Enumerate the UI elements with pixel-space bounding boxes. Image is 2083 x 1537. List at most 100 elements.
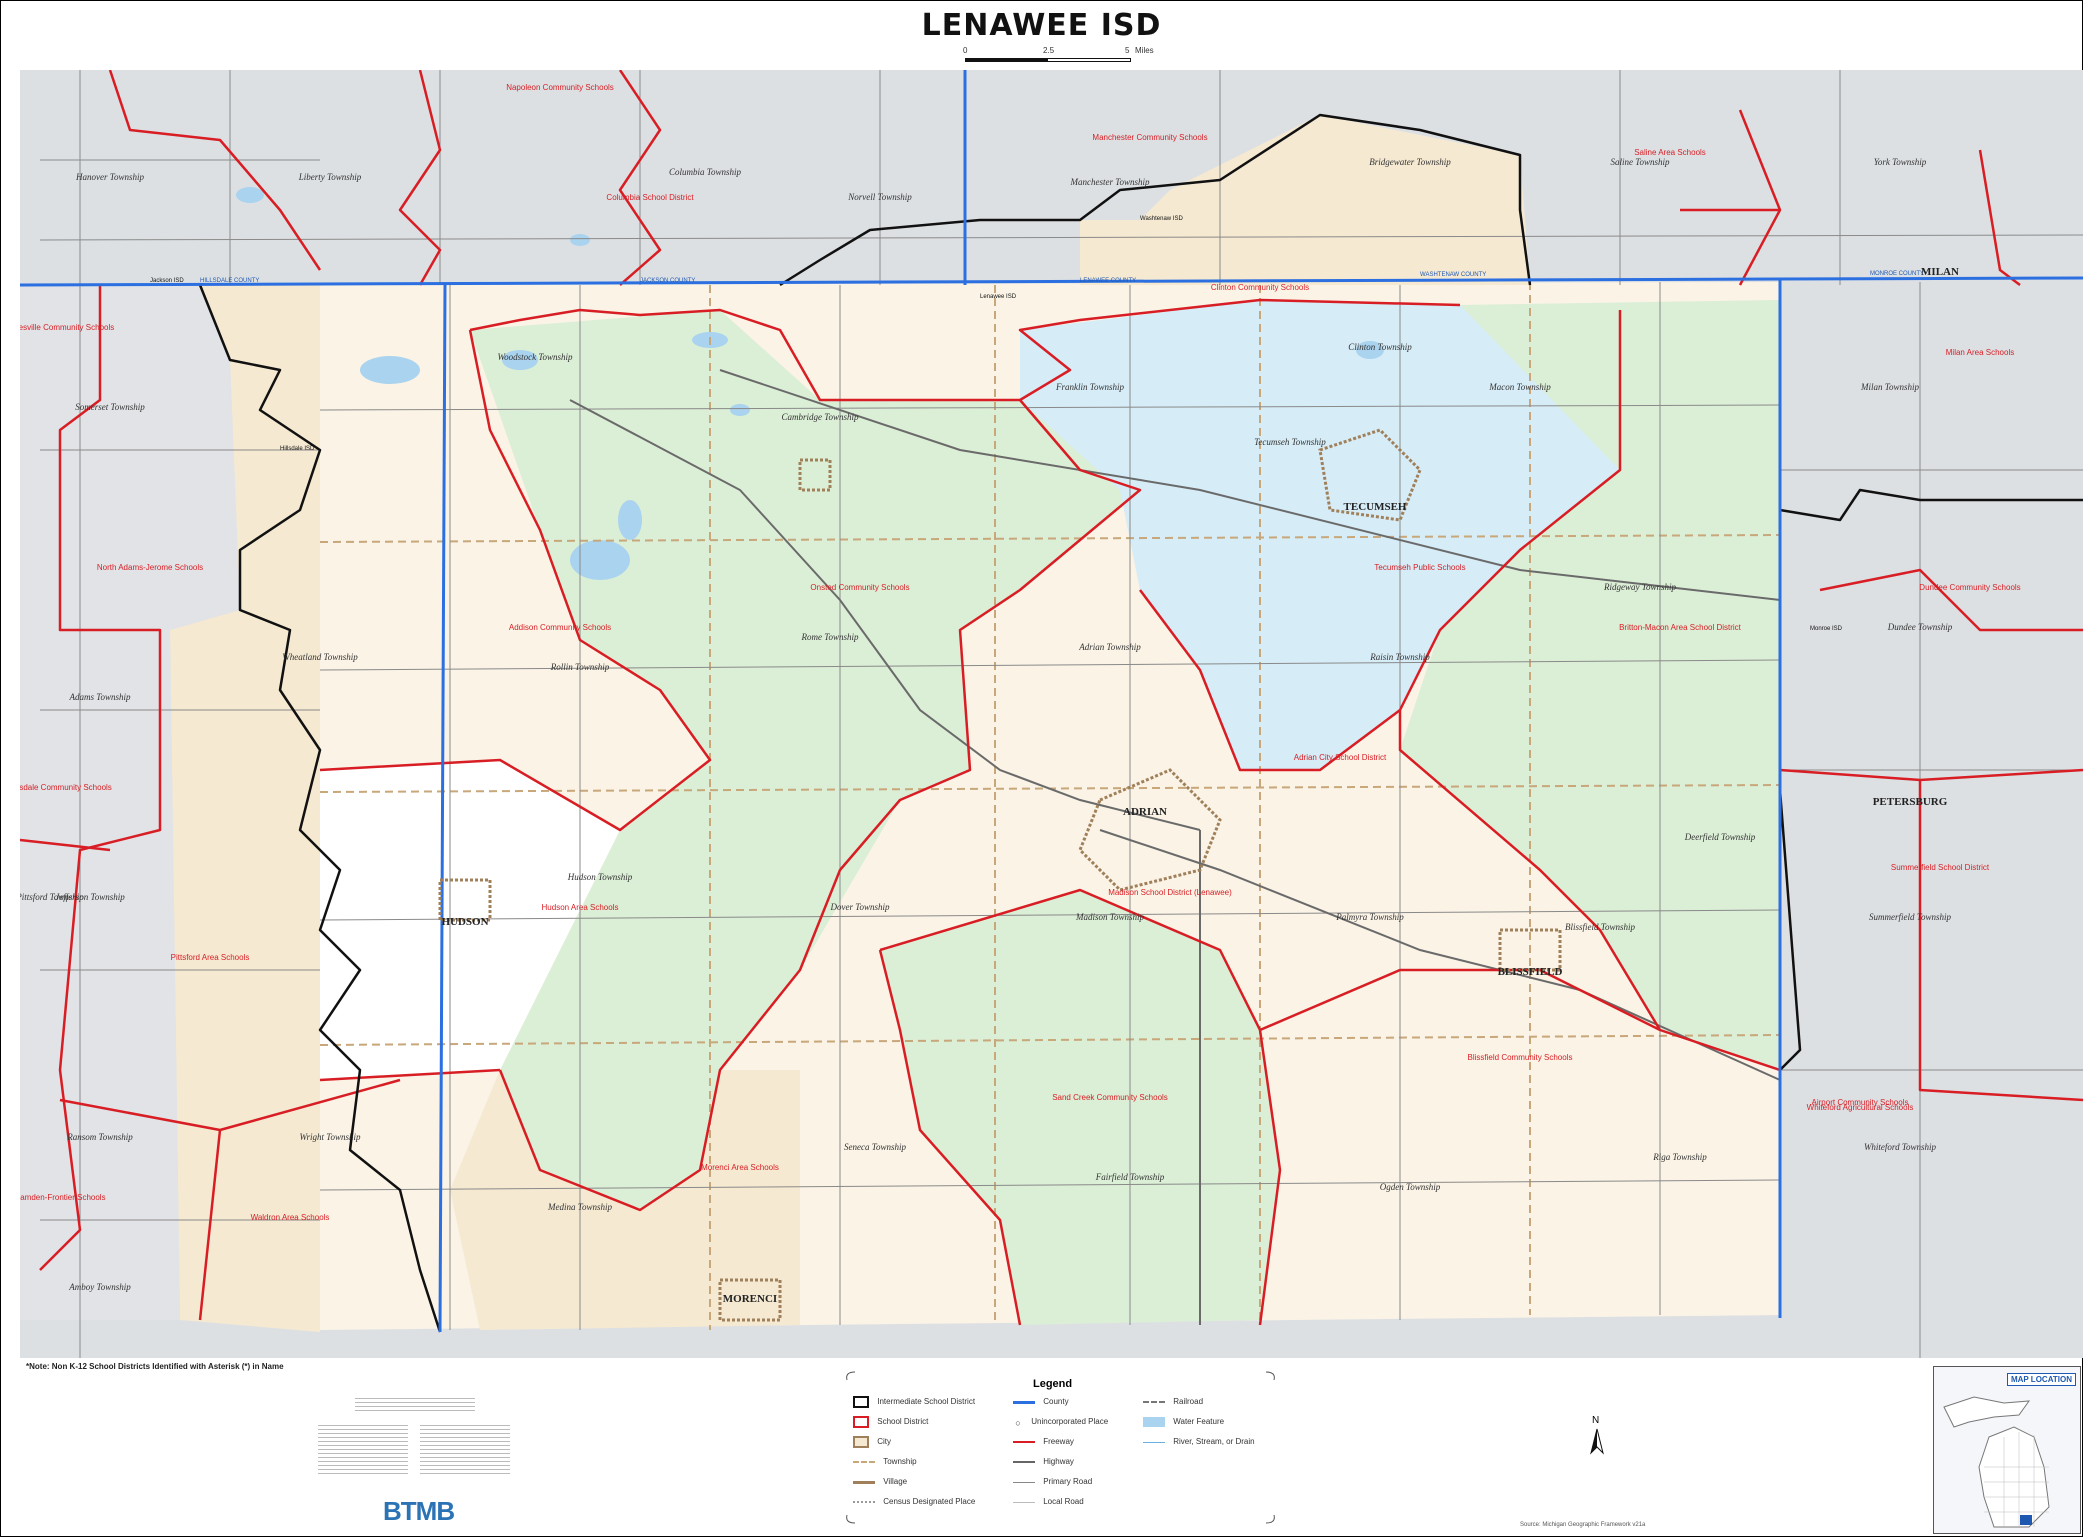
scale-tick-2: 5 <box>1125 46 1130 55</box>
township-legend-icon <box>853 1461 875 1463</box>
school-district-label: Morenci Area Schools <box>701 1163 779 1172</box>
township-label: Franklin Township <box>1055 382 1124 392</box>
township-label: York Township <box>1874 157 1927 167</box>
township-label: Rollin Township <box>550 662 610 672</box>
township-label: Blissfield Township <box>1565 922 1635 932</box>
map-svg: ADRIAN TECUMSEH HUDSON MORENCI BLISSFIEL… <box>20 70 2083 1358</box>
boundary-label: HILLSDALE COUNTY <box>200 278 259 284</box>
map-area[interactable]: ADRIAN TECUMSEH HUDSON MORENCI BLISSFIEL… <box>20 70 2083 1358</box>
city-label-adrian: ADRIAN <box>1123 806 1167 818</box>
school-district-label: Addison Community Schools <box>509 623 611 632</box>
sand-creek-region <box>880 890 1280 1325</box>
btmb-logo: BTMB <box>383 1496 455 1526</box>
school-district-label: Clinton Community Schools <box>1211 283 1309 292</box>
township-label: Cambridge Township <box>782 412 859 422</box>
school-district-label: Summerfield School District <box>1891 863 1990 872</box>
city-outlines <box>438 428 1562 1322</box>
boundary-label: LENAWEE COUNTY <box>1080 278 1136 284</box>
credits-text-block <box>318 1425 408 1475</box>
school-district-boundaries <box>20 70 2083 1326</box>
county-legend-icon <box>1013 1400 1035 1404</box>
city-label-blissfield: BLISSFIELD <box>1498 966 1563 978</box>
legend-item: School District <box>853 1416 928 1428</box>
village-legend-icon <box>853 1480 875 1484</box>
scale-bar: 0 2.5 5 Miles <box>963 46 1185 70</box>
township-label: Columbia Township <box>669 167 741 177</box>
school-district-label: Waldron Area Schools <box>251 1213 330 1222</box>
credits-text-block <box>355 1398 475 1414</box>
school-district-label: Napoleon Community Schools <box>506 83 614 92</box>
boundary-label: Washtenaw ISD <box>1140 216 1183 222</box>
township-label: Summerfield Township <box>1869 912 1951 922</box>
township-label: Milan Township <box>1860 382 1919 392</box>
map-title: LENAWEE ISD <box>921 8 1162 43</box>
scale-unit: Miles <box>1135 46 1154 55</box>
north-label: N <box>1592 1415 1600 1426</box>
britton-macon-region <box>1400 300 1780 1070</box>
township-label: Ridgeway Township <box>1603 582 1676 592</box>
township-label: Palmyra Township <box>1335 912 1404 922</box>
river-legend-icon <box>1143 1441 1165 1443</box>
legend-item: ○ Unincorporated Place <box>1013 1416 1108 1428</box>
township-label: Jefferson Township <box>55 892 125 902</box>
north-arrow: N <box>1587 1415 1607 1461</box>
township-label: Dover Township <box>830 902 890 912</box>
legend-item: Intermediate School District <box>853 1396 975 1408</box>
legend-item: City <box>853 1436 891 1448</box>
school-district-label: Airport Community Schools <box>1812 1098 1909 1107</box>
boundary-label: JACKSON COUNTY <box>640 278 695 284</box>
north-arrow-icon <box>1590 1428 1604 1455</box>
boundary-label: WASHTENAW COUNTY <box>1420 272 1486 278</box>
cdp-legend-icon <box>853 1501 875 1503</box>
school-district-label: Columbia School District <box>606 193 694 202</box>
boundary-label: MONROE COUNTY <box>1870 271 1924 277</box>
highways <box>569 369 1781 1325</box>
school-district-label: Camden-Frontier Schools <box>20 1193 106 1202</box>
school-district-label: Milan Area Schools <box>1946 348 2014 357</box>
legend-item: County <box>1013 1396 1069 1408</box>
school-district-label: Blissfield Community Schools <box>1468 1053 1573 1062</box>
scale-tick-0: 0 <box>963 46 968 55</box>
city-label-milan: MILAN <box>1921 266 1959 278</box>
legend-item: Census Designated Place <box>853 1496 975 1508</box>
school-district-label: Sand Creek Community Schools <box>1052 1093 1168 1102</box>
source-credit: Source: Michigan Geographic Framework v2… <box>1520 1522 1646 1528</box>
township-label: Manchester Township <box>1070 177 1150 187</box>
water-legend-icon <box>1143 1417 1165 1427</box>
township-label: Amboy Township <box>68 1282 131 1292</box>
school-district-label: Britton-Macon Area School District <box>1619 623 1742 632</box>
school-district-label: Whiteford Agricultural Schools <box>1807 1103 1914 1112</box>
township-label: Adams Township <box>69 692 131 702</box>
legend-item: Highway <box>1013 1456 1074 1468</box>
city-label-tecumseh: TECUMSEH <box>1344 501 1407 513</box>
township-label: Ogden Township <box>1380 1182 1441 1192</box>
legend-item: River, Stream, or Drain <box>1143 1436 1255 1448</box>
township-label: Ransom Township <box>66 1132 133 1142</box>
freeway-legend-icon <box>1013 1441 1035 1443</box>
township-label: Riga Township <box>1652 1152 1707 1162</box>
township-label: Hanover Township <box>75 172 144 182</box>
map-note: *Note: Non K-12 School Districts Identif… <box>26 1362 284 1371</box>
township-label: Tecumseh Township <box>1254 437 1326 447</box>
unincorporated-place-icon: ○ <box>1015 1418 1021 1428</box>
legend-item: Township <box>853 1456 917 1468</box>
township-label: Fairfield Township <box>1095 1172 1165 1182</box>
school-district-label: Hudson Area Schools <box>542 903 619 912</box>
township-label: Seneca Township <box>844 1142 906 1152</box>
city-label-petersburg: PETERSBURG <box>1873 796 1948 808</box>
township-label: Rome Township <box>801 632 859 642</box>
township-label: Pittsford Township <box>20 892 84 902</box>
township-label: Wheatland Township <box>282 652 358 662</box>
morenci-area-schools-region <box>450 1070 800 1330</box>
school-district-label: Onsted Community Schools <box>810 583 909 592</box>
township-label: Norvell Township <box>847 192 912 202</box>
county-lines <box>20 70 2083 1333</box>
township-label: Deerfield Township <box>1684 832 1756 842</box>
township-label: Whiteford Township <box>1864 1142 1937 1152</box>
township-label: Wright Township <box>300 1132 361 1142</box>
highway-legend-icon <box>1013 1461 1035 1463</box>
credits-text-block <box>420 1425 510 1475</box>
legend-item: Local Road <box>1013 1496 1084 1508</box>
legend-title: Legend <box>1033 1378 1073 1390</box>
city-label-hudson: HUDSON <box>441 916 488 928</box>
